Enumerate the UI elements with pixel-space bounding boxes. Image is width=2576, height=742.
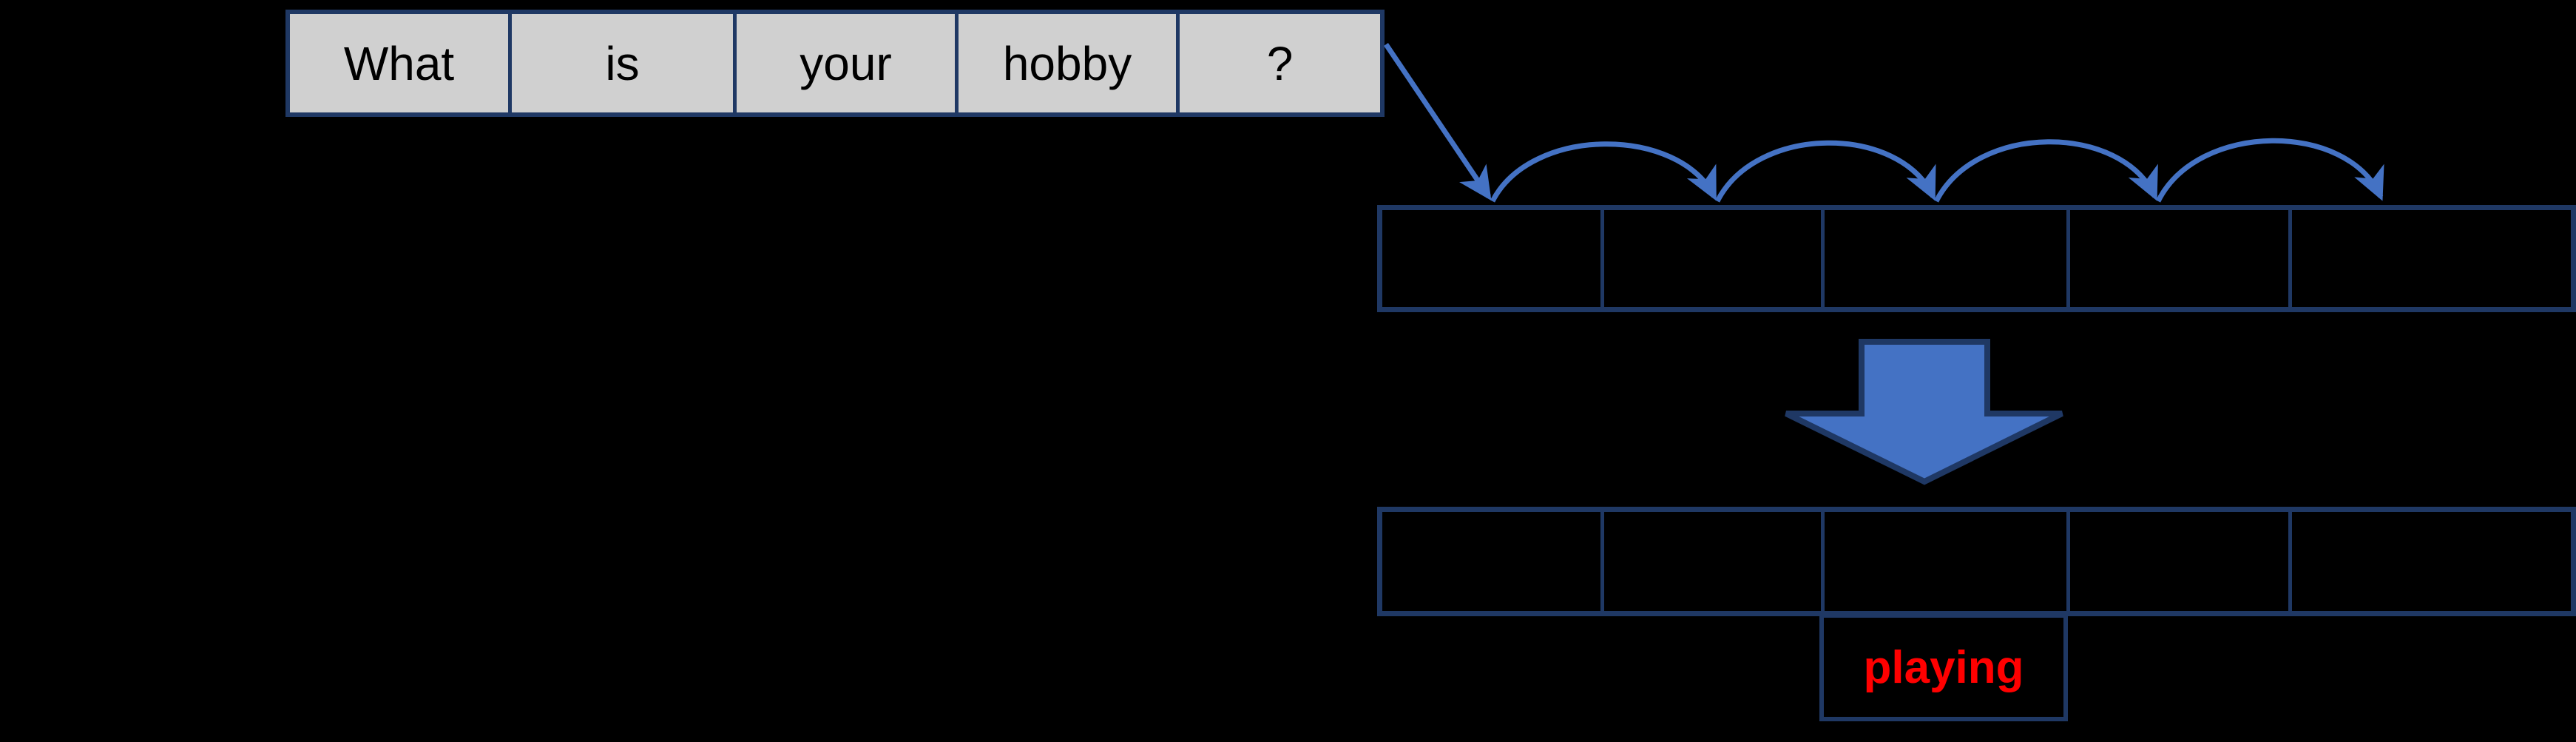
input-token-label-1: What: [343, 36, 455, 90]
encoder-state-table: [1377, 205, 2576, 312]
encoder-state-cell-4[interactable]: [2070, 210, 2292, 307]
input-sentence-table: What is your hobby ?: [285, 10, 1385, 117]
input-token-label-5: ?: [1266, 36, 1294, 90]
input-token-label-2: is: [605, 36, 640, 90]
decoder-state-cell-4[interactable]: [2070, 512, 2292, 611]
recurrent-arc-4: [2155, 138, 2384, 203]
recurrent-arc-3: [1933, 139, 2158, 203]
feed-arrow: [1384, 43, 1492, 201]
decoder-state-cell-5[interactable]: [2292, 512, 2571, 611]
input-token-cell-4[interactable]: hobby: [959, 14, 1180, 112]
decoder-state-cell-2[interactable]: [1604, 512, 1825, 611]
input-token-cell-3[interactable]: your: [737, 14, 959, 112]
decoder-state-cell-3[interactable]: [1825, 512, 2070, 611]
input-token-label-3: your: [799, 36, 892, 90]
input-token-label-4: hobby: [1002, 36, 1132, 90]
decoder-state-table: [1377, 507, 2576, 616]
input-token-cell-1[interactable]: What: [290, 14, 512, 112]
output-token-cell[interactable]: playing: [1819, 613, 2068, 721]
input-token-cell-2[interactable]: is: [512, 14, 737, 112]
encoder-state-cell-5[interactable]: [2292, 210, 2571, 307]
recurrent-arc-2: [1714, 140, 1936, 203]
encoder-state-cell-3[interactable]: [1825, 210, 2070, 307]
recurrent-arc-1: [1490, 141, 1717, 203]
encoder-state-cell-2[interactable]: [1604, 210, 1825, 307]
transfer-down-arrow: [1785, 339, 2063, 485]
decoder-state-cell-1[interactable]: [1382, 512, 1604, 611]
encoder-state-cell-1[interactable]: [1382, 210, 1604, 307]
input-token-cell-5[interactable]: ?: [1180, 14, 1380, 112]
output-token-label: playing: [1863, 641, 2024, 693]
